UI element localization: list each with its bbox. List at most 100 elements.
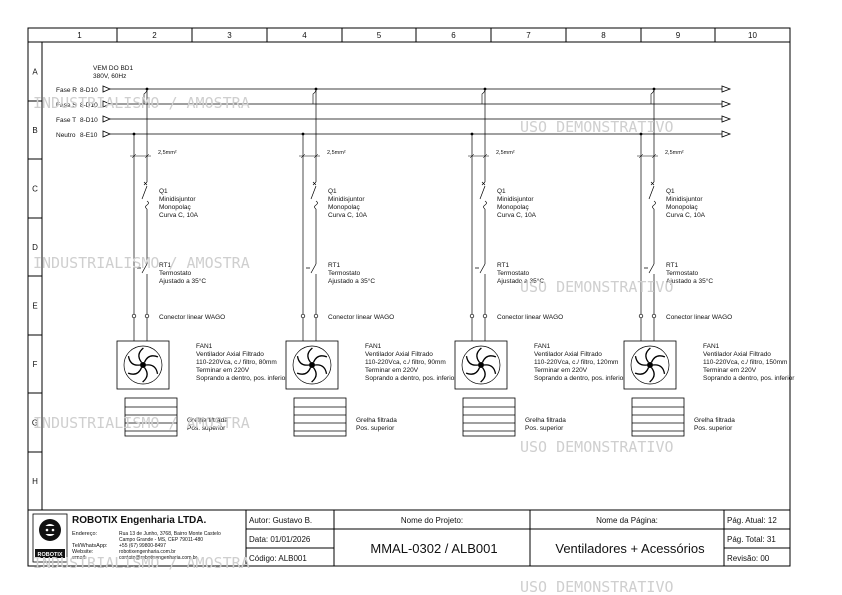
page-name: Ventiladores + Acessórios [555, 541, 705, 556]
watermark: USO DEMONSTRATIVO [520, 578, 674, 595]
grille-position: Pos. superior [187, 425, 226, 432]
email-address: contato@robotixengenharia.com.br [119, 555, 198, 561]
company-name: ROBOTIX Engenharia LTDA. [72, 515, 206, 526]
column-label: 8 [601, 31, 606, 40]
website-label: Website: [72, 549, 94, 555]
grille-label: Grelha filtrada [525, 417, 566, 424]
breaker-type: Minidisjuntor [159, 196, 196, 203]
bus-ref: 8-E10 [80, 132, 98, 139]
bus-label: Fase R [56, 87, 77, 94]
fan-voltage: Terminar em 220V [703, 367, 757, 374]
company-logo: ROBOTIX [32, 513, 68, 563]
fan-type: Ventilador Axial Filtrado [534, 351, 602, 358]
grille-label: Grelha filtrada [356, 417, 397, 424]
connector-label: Conector linear WAGO [666, 314, 732, 321]
watermark: INDUSTRIALISMO / AMOSTRA [33, 254, 250, 272]
watermark: USO DEMONSTRATIVO [520, 278, 674, 296]
row-label: E [32, 302, 37, 311]
watermark: USO DEMONSTRATIVO [520, 118, 674, 136]
breaker-poles: Monopolaç [159, 204, 192, 211]
bus-ref: 8-D10 [80, 102, 98, 109]
connector-label: Conector linear WAGO [328, 314, 394, 321]
fan-type: Ventilador Axial Filtrado [196, 351, 264, 358]
grille-position: Pos. superior [694, 425, 733, 432]
project-name: MMAL-0302 / ALB001 [370, 541, 497, 556]
row-label: A [32, 68, 38, 77]
fan-tag: FAN1 [703, 343, 720, 350]
grille-symbol [124, 397, 178, 437]
breaker-type: Minidisjuntor [666, 196, 703, 203]
bus-ref: 8-D10 [80, 87, 98, 94]
fan-spec: 110-220Vca, c./ filtro, 150mm [703, 359, 787, 366]
breaker-type: Minidisjuntor [328, 196, 365, 203]
cable-size-label: 2,5mm² [496, 150, 515, 156]
breaker-poles: Monopolaç [328, 204, 361, 211]
breaker-poles: Monopolaç [666, 204, 699, 211]
column-label: 6 [451, 31, 456, 40]
author-field: Autor: Gustavo B. [249, 516, 312, 525]
bus-exit-arrow [721, 100, 732, 108]
bus-exit-arrow [721, 115, 732, 123]
bus-entry-arrow [102, 100, 112, 108]
fan-tag: FAN1 [365, 343, 382, 350]
thermostat-tag: RT1 [666, 262, 679, 269]
thermostat-tag: RT1 [328, 262, 341, 269]
source-voltage: 380V, 60Hz [93, 73, 126, 80]
thermostat-tag: RT1 [159, 262, 172, 269]
breaker-type: Minidisjuntor [497, 196, 534, 203]
date-field: Data: 01/01/2026 [249, 535, 311, 544]
fan-tag: FAN1 [534, 343, 551, 350]
thermostat-type: Termostato [328, 270, 361, 277]
address-label: Endereço: [72, 531, 98, 537]
total-pages: Pág. Total: 31 [727, 535, 776, 544]
bus-fase-r: Fase R 8-D10 [56, 87, 98, 94]
source-label: VEM DO BD1 [93, 65, 133, 72]
thermostat-setpoint: Ajustado a 35°C [328, 277, 375, 285]
watermark: INDUSTRIALISMO / AMOSTRA [33, 94, 250, 112]
fan-voltage: Terminar em 220V [196, 367, 250, 374]
bus-exit-arrow [721, 130, 732, 138]
bus-entry-arrow [102, 85, 112, 93]
thermostat-setpoint: Ajustado a 35°C [159, 277, 206, 285]
watermark: INDUSTRIALISMO / AMOSTRA [33, 414, 250, 432]
bus-lines [102, 85, 732, 138]
current-page: Pág. Atual: 12 [727, 516, 777, 525]
thermostat-type: Termostato [159, 270, 192, 277]
fan-tag: FAN1 [196, 343, 213, 350]
grille-symbol [462, 397, 516, 437]
phone-number: +55 (67) 99800-8497 [119, 543, 166, 549]
breaker-tag: Q1 [328, 188, 337, 195]
bus-ref: 8-D10 [80, 117, 98, 124]
fan-voltage: Terminar em 220V [534, 367, 588, 374]
thermostat-setpoint: Ajustado a 35°C [666, 277, 713, 285]
column-label: 10 [748, 31, 757, 40]
breaker-rating: Curva C, 10A [328, 212, 368, 219]
bus-label: Fase S [56, 102, 77, 109]
bus-fase-s: Fase S 8-D10 [56, 102, 98, 109]
grille-label: Grelha filtrada [694, 417, 735, 424]
fan-type: Ventilador Axial Filtrado [365, 351, 433, 358]
bus-entry-arrow [102, 115, 112, 123]
row-label: D [32, 243, 38, 252]
breaker-tag: Q1 [497, 188, 506, 195]
grille-position: Pos. superior [356, 425, 395, 432]
thermostat-type: Termostato [666, 270, 699, 277]
connector-label: Conector linear WAGO [159, 314, 225, 321]
breaker-rating: Curva C, 10A [159, 212, 199, 219]
page-name-header: Nome da Página: [596, 516, 658, 525]
fan-voltage: Terminar em 220V [365, 367, 419, 374]
fan-type: Ventilador Axial Filtrado [703, 351, 771, 358]
title-block: ROBOTIX ROBOTIX Engenharia LTDA. Endereç… [28, 509, 790, 566]
code-field: Código: ALB001 [249, 554, 307, 563]
column-label: 9 [676, 31, 681, 40]
email-label: email: [72, 555, 87, 561]
thermostat-type: Termostato [497, 270, 530, 277]
watermarks: INDUSTRIALISMO / AMOSTRA INDUSTRIALISMO … [33, 94, 674, 595]
column-label: 1 [77, 31, 82, 40]
watermark: USO DEMONSTRATIVO [520, 438, 674, 456]
fan-spec: 110-220Vca, c./ filtro, 90mm [365, 359, 446, 366]
